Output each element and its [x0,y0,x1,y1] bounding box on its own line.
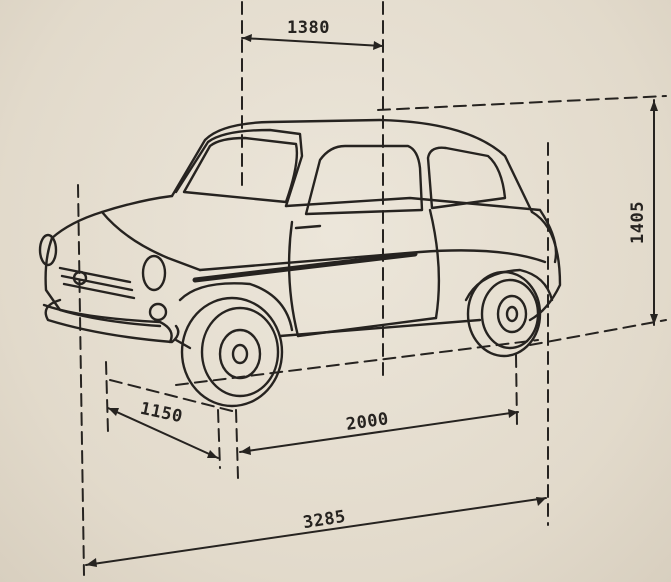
dimension-lines [85,37,655,566]
width-dimension-label: 1380 [287,18,330,38]
car-body [38,118,562,350]
dimension-arrowheads [86,34,658,567]
wheel-arches [178,268,554,332]
construction-lines [77,1,667,576]
front-wheel [180,296,284,408]
height-dimension-label: 1405 [628,201,648,244]
